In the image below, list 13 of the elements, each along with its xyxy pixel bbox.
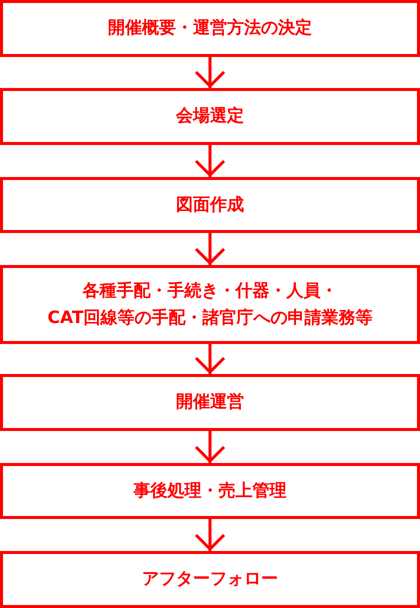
arrow — [194, 145, 226, 177]
process-box: 開催概要・運営方法の決定 — [0, 0, 420, 57]
arrow — [194, 233, 226, 265]
process-box: 事後処理・売上管理 — [0, 463, 420, 519]
process-box: 各種手配・手続き・什器・人員・CAT回線等の手配・諸官庁への申請業務等 — [0, 265, 420, 344]
process-box: 図面作成 — [0, 177, 420, 233]
process-box: 開催運営 — [0, 374, 420, 431]
process-box: アフターフォロー — [0, 551, 420, 608]
arrow — [194, 519, 226, 551]
arrow — [194, 431, 226, 463]
process-box: 会場選定 — [0, 88, 420, 145]
arrow — [194, 57, 226, 88]
arrow — [194, 344, 226, 374]
